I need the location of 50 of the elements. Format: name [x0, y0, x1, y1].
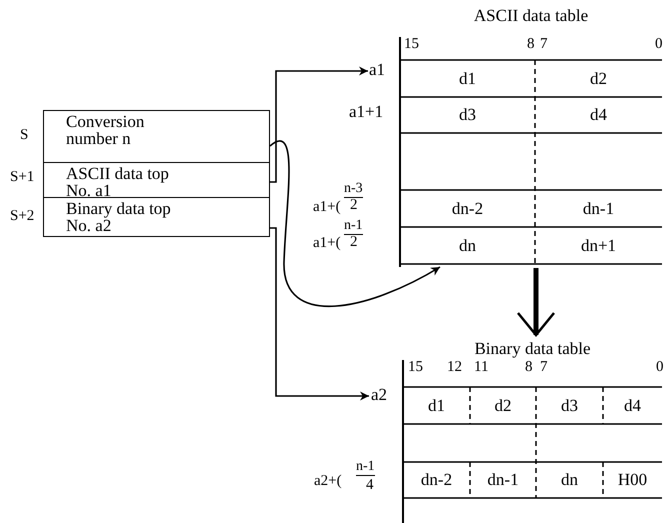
memory-row: ASCII data top No. a1 — [43, 162, 270, 198]
data-cell: d4 — [603, 387, 662, 424]
arrow — [270, 140, 440, 307]
address-label: 0 — [655, 37, 662, 52]
table-title: ASCII data table — [472, 6, 590, 26]
address-label: 8 — [525, 360, 532, 375]
data-cell: d2 — [535, 60, 662, 97]
address-label: 8 — [527, 37, 534, 52]
address-label: 0 — [656, 360, 664, 375]
address-label: S+1 — [10, 170, 34, 185]
address-label: a2+( — [314, 474, 342, 489]
address-label: a1+1 — [349, 104, 384, 119]
address-label: a1+( — [313, 200, 341, 215]
data-cell: d1 — [403, 387, 470, 424]
table-title: Binary data table — [473, 339, 592, 359]
data-cell: dn-2 — [403, 462, 470, 498]
data-cell: dn-1 — [535, 190, 662, 227]
data-cell: dn+1 — [535, 227, 662, 264]
data-cell: dn — [400, 227, 535, 264]
address-label: a2 — [371, 387, 395, 405]
address-label: a1 — [369, 62, 395, 80]
address-label: 11 — [474, 360, 488, 375]
address-label: a1+( — [313, 236, 341, 251]
data-cell: H00 — [603, 462, 662, 498]
fraction-numerator: n-1 — [356, 459, 375, 476]
data-cell: d3 — [536, 387, 603, 424]
address-label: 2 — [350, 235, 358, 250]
memory-row: Binary data top No. a2 — [43, 197, 270, 237]
address-label: 15 — [408, 360, 423, 375]
data-cell: d3 — [400, 97, 535, 133]
fraction-numerator: n-3 — [344, 181, 363, 198]
data-cell: dn-1 — [470, 462, 536, 498]
data-cell: d1 — [400, 60, 535, 97]
memory-row: Conversion number n — [43, 110, 270, 163]
data-cell: dn-2 — [400, 190, 535, 227]
fraction-numerator: n-1 — [344, 218, 363, 235]
address-label: 7 — [540, 37, 548, 52]
hollow-arrow — [516, 268, 556, 336]
data-cell: dn — [536, 462, 603, 498]
address-label: 12 — [447, 360, 462, 375]
data-cell: d2 — [470, 387, 536, 424]
address-label: S — [20, 128, 28, 143]
data-cell: d4 — [535, 97, 662, 133]
address-label: 2 — [350, 198, 358, 213]
address-label: 7 — [540, 360, 548, 375]
address-label: 15 — [404, 37, 419, 52]
address-label: S+2 — [10, 209, 34, 224]
arrow — [270, 66, 368, 183]
arrow — [270, 227, 369, 400]
address-label: 4 — [366, 478, 374, 493]
